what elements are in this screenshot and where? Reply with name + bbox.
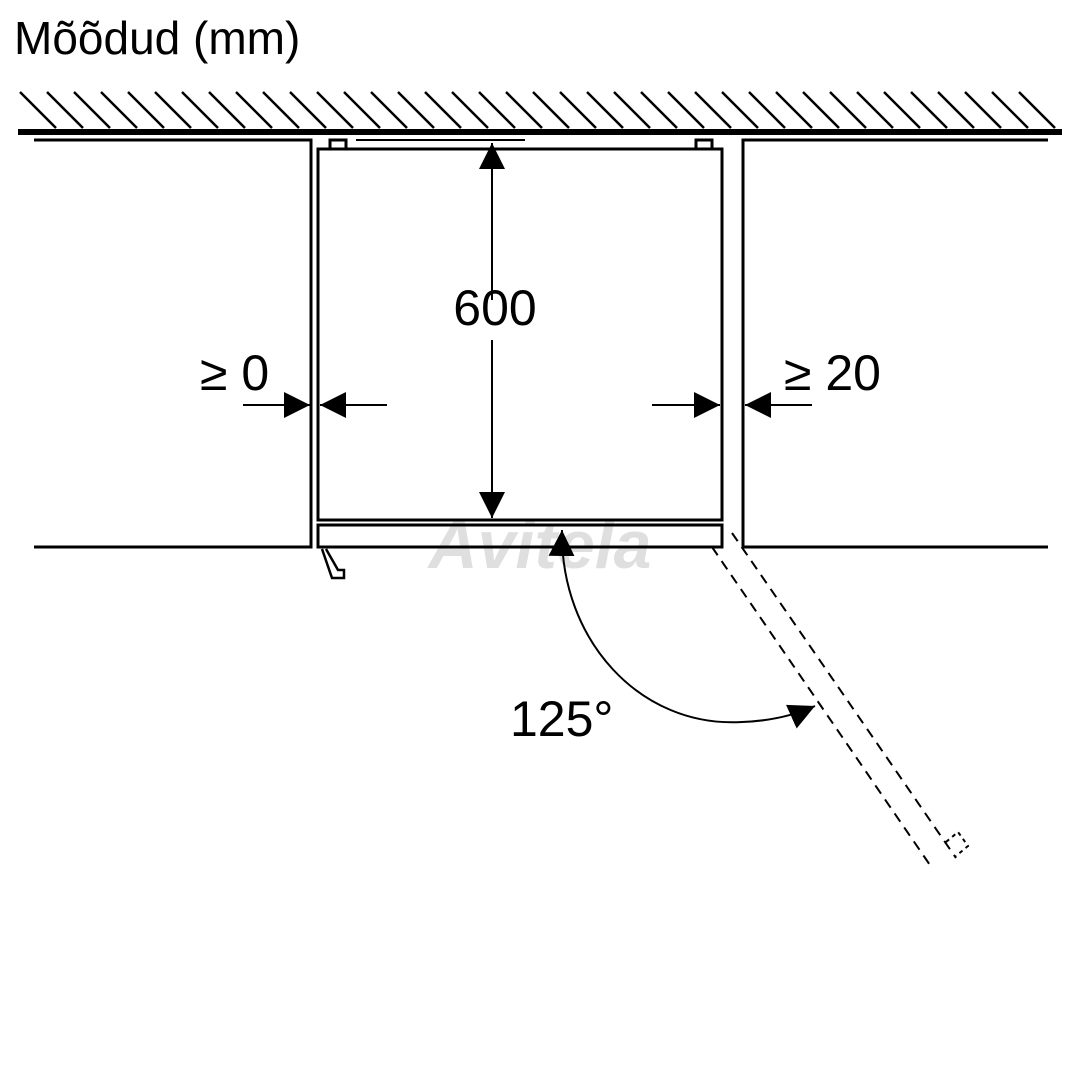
- hatch-line: [397, 91, 435, 129]
- hatch-line: [964, 91, 1002, 129]
- hatch-line: [748, 91, 786, 129]
- hatch-line: [721, 91, 759, 129]
- hatch-line: [613, 91, 651, 129]
- hatch-line: [154, 91, 192, 129]
- hatch-line: [937, 91, 975, 129]
- door-open-position: [711, 532, 970, 869]
- hatch-line: [181, 91, 219, 129]
- hatch-line: [343, 91, 381, 129]
- hatch-line: [829, 91, 867, 129]
- right-cabinet: [741, 138, 1048, 549]
- hatch-line: [262, 91, 300, 129]
- hatch-line: [370, 91, 408, 129]
- hatch-line: [991, 91, 1029, 129]
- hatch-line: [910, 91, 948, 129]
- hatch-line: [73, 91, 111, 129]
- hatch-line: [694, 91, 732, 129]
- hatch-line: [775, 91, 813, 129]
- door-angle-label: 125°: [510, 691, 613, 747]
- left-cabinet: [34, 138, 313, 549]
- hatch-line: [289, 91, 327, 129]
- wall: [18, 91, 1062, 135]
- hatch-line: [100, 91, 138, 129]
- depth-label: 600: [453, 280, 536, 336]
- hatch-line: [424, 91, 462, 129]
- hatch-line: [19, 91, 57, 129]
- hatch-line: [559, 91, 597, 129]
- hatch-line: [586, 91, 624, 129]
- appliance-body: [316, 138, 724, 522]
- hatch-line: [883, 91, 921, 129]
- hatch-line: [505, 91, 543, 129]
- hatch-line: [802, 91, 840, 129]
- hatch-line: [667, 91, 705, 129]
- hatch-line: [856, 91, 894, 129]
- hatch-line: [532, 91, 570, 129]
- hatch-line: [478, 91, 516, 129]
- left-gap-label: ≥ 0: [200, 345, 269, 401]
- watermark-logo: Avitela: [427, 507, 652, 583]
- diagram-title: Mõõdud (mm): [14, 12, 300, 64]
- right-gap-label: ≥ 20: [784, 345, 881, 401]
- hatch-line: [316, 91, 354, 129]
- door-angle-arc: [548, 529, 816, 729]
- hatch-line: [1018, 91, 1056, 129]
- hatch-line: [46, 91, 84, 129]
- hatch-line: [235, 91, 273, 129]
- hatch-line: [640, 91, 678, 129]
- hatch-line: [451, 91, 489, 129]
- hatch-line: [208, 91, 246, 129]
- hatch-line: [127, 91, 165, 129]
- wall-hatching: [19, 91, 1056, 129]
